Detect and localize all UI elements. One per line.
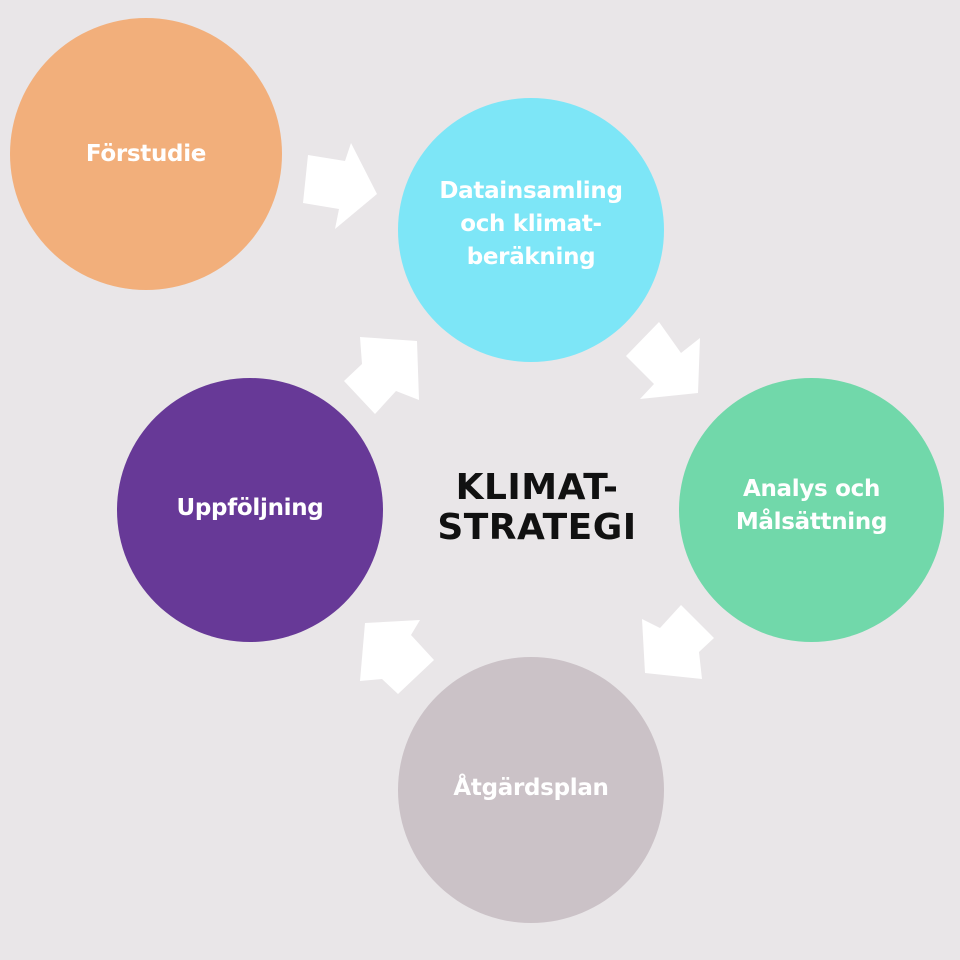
step-datainsamling: Datainsamling och klimat- beräkning [398,98,664,362]
arrow-analys-to-atgardsplan [642,605,714,679]
step-uppfoljning: Uppföljning [117,378,383,642]
arrow-datainsamling-to-analys [626,322,700,399]
step-forstudie: Förstudie [10,18,282,290]
step-analys: Analys och Målsättning [679,378,944,642]
step-atgardsplan: Åtgärdsplan [398,657,664,923]
step-label: Uppföljning [176,494,324,521]
center-title: KLIMAT- STRATEGI [437,467,637,548]
step-label: Förstudie [85,140,207,167]
arrow-forstudie-to-datainsamling [303,143,377,229]
step-label: Åtgärdsplan [453,774,609,801]
arrow-atgardsplan-to-uppfoljning [360,620,434,694]
step-label: Datainsamling och klimat- beräkning [439,177,623,270]
step-label: Analys och Målsättning [735,476,888,535]
arrow-uppfoljning-to-datainsamling [344,337,419,414]
